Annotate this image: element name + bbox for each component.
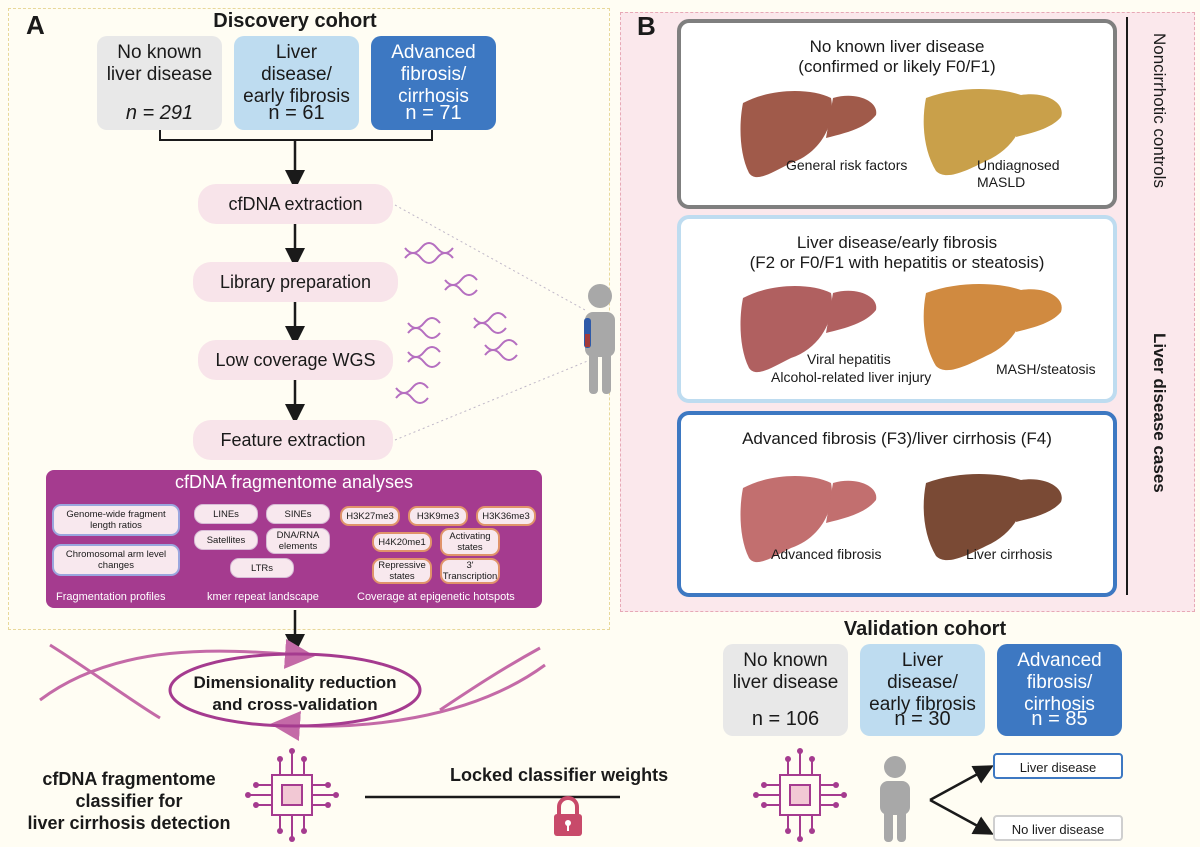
step-low-coverage-wgs: Low coverage WGS [198, 340, 393, 380]
validation-group-no-disease: No known liver disease n = 106 [723, 644, 848, 736]
outcome-no-liver-disease: No liver disease [993, 815, 1123, 841]
label-general-risk: General risk factors [786, 157, 908, 173]
side-label-noncirrhotic: Noncirrhotic controls [1150, 33, 1169, 188]
step-feature-extraction: Feature extraction [193, 420, 393, 460]
box-title: No known liver disease [809, 37, 985, 56]
group-label: disease/ [261, 64, 332, 85]
epi-activating: Activating states [440, 528, 500, 556]
label-viral-hepatitis: Viral hepatitis [807, 351, 891, 367]
group-label: Advanced [1017, 650, 1102, 671]
discovery-group-cirrhosis: Advanced fibrosis/ cirrhosis n = 71 [371, 36, 496, 130]
padlock-icon [554, 796, 582, 836]
group-label: Liver [275, 42, 318, 63]
epi-h4k20me1: H4K20me1 [372, 532, 432, 552]
classifier-label: cfDNA fragmentome classifier for liver c… [24, 768, 234, 834]
epi-transcription: 3' Transcription [440, 558, 500, 584]
group-n: n = 30 [894, 708, 951, 730]
epi-h3k27me3: H3K27me3 [340, 506, 400, 526]
fragmentome-title: cfDNA fragmentome analyses [174, 472, 414, 492]
label-alcohol: Alcohol-related liver injury [771, 369, 932, 385]
panel-a-letter: A [26, 10, 45, 40]
panel-b-letter: B [637, 11, 656, 41]
outcome-arrows [929, 765, 994, 835]
label-liver-cirrhosis: Liver cirrhosis [966, 546, 1053, 562]
group-label: early fibrosis [869, 694, 976, 715]
group-n: n = 106 [751, 708, 820, 730]
label-mash: MASH/steatosis [996, 361, 1096, 377]
label-masld: MASLD [977, 174, 1026, 190]
validation-person-icon [880, 756, 910, 842]
box-title: Liver disease/early fibrosis [796, 233, 998, 252]
panel-a-arrows [39, 130, 620, 799]
epi-h3k36me3: H3K36me3 [476, 506, 536, 526]
group-label: Liver [901, 650, 944, 671]
group-label: No known [743, 650, 828, 671]
caption-kmer: kmer repeat landscape [207, 591, 319, 603]
group-label: fibrosis/ [400, 64, 467, 85]
discovery-group-early-fibrosis: Liver disease/ early fibrosis n = 61 [234, 36, 359, 130]
caption-epigenetic: Coverage at epigenetic hotspots [357, 591, 515, 603]
repeat-sines: SINEs [266, 504, 330, 524]
validation-chip-icon [753, 748, 847, 842]
group-n: n = 61 [268, 102, 325, 124]
group-n: n = 71 [405, 102, 462, 124]
classifier-line: liver cirrhosis detection [27, 813, 231, 833]
group-label: liver disease [732, 672, 839, 693]
label-advanced-fibrosis: Advanced fibrosis [771, 546, 882, 562]
group-label: No known [117, 42, 202, 63]
liver-illustrations [740, 89, 1062, 563]
step-library-preparation: Library preparation [193, 262, 398, 302]
validation-group-early-fibrosis: Liver disease/ early fibrosis n = 30 [860, 644, 985, 736]
group-label: liver disease [106, 64, 213, 85]
classifier-line: classifier for [75, 791, 183, 811]
patient-icon [584, 284, 615, 394]
repeat-lines: LINEs [194, 504, 258, 524]
classifier-line: cfDNA fragmentome [42, 769, 216, 789]
panel-b: B No known liver disease (confirmed or l… [620, 11, 1195, 612]
group-n: n = 291 [125, 102, 194, 124]
validation-group-cirrhosis: Advanced fibrosis/ cirrhosis n = 85 [997, 644, 1122, 736]
repeat-dna-rna: DNA/RNA elements [266, 528, 330, 554]
step-cfdna-extraction: cfDNA extraction [198, 184, 393, 224]
caption-fragmentation-profiles: Fragmentation profiles [56, 591, 166, 603]
box-title: (confirmed or likely F0/F1) [798, 57, 996, 76]
epi-repressive: Repressive states [372, 558, 432, 584]
locked-weights-label: Locked classifier weights [450, 765, 669, 785]
group-label: Advanced [391, 42, 476, 63]
dimred-line: and cross-validation [212, 695, 378, 714]
group-label: early fibrosis [243, 86, 350, 107]
group-n: n = 85 [1031, 708, 1088, 730]
repeat-ltrs: LTRs [230, 558, 294, 578]
group-label: fibrosis/ [1026, 672, 1093, 693]
discovery-cohort-title: Discovery cohort [213, 10, 377, 32]
group-label: cirrhosis [1024, 694, 1095, 715]
repeat-satellites: Satellites [194, 530, 258, 550]
box-title: (F2 or F0/F1 with hepatitis or steatosis… [749, 253, 1045, 272]
validation-cohort-title: Validation cohort [843, 618, 1007, 640]
dimred-line: Dimensionality reduction [193, 673, 397, 692]
group-label: disease/ [887, 672, 958, 693]
discovery-group-no-disease: No known liver disease n = 291 [97, 36, 222, 130]
group-label: cirrhosis [398, 86, 469, 107]
fragmentome-panel: cfDNA fragmentome analyses Genome-wide f… [46, 470, 542, 608]
epi-h3k9me3: H3K9me3 [408, 506, 468, 526]
dimred-label: Dimensionality reduction and cross-valid… [180, 672, 410, 716]
profile-fragment-length: Genome-wide fragment length ratios [52, 504, 180, 536]
side-label-cases: Liver disease cases [1150, 333, 1169, 493]
profile-chrom-arm: Chromosomal arm level changes [52, 544, 180, 576]
box-title: Advanced fibrosis (F3)/liver cirrhosis (… [742, 429, 1052, 448]
divider-vertical [1126, 17, 1128, 595]
classifier-chip-icon [245, 748, 339, 842]
label-undiagnosed: Undiagnosed [977, 157, 1060, 173]
outcome-liver-disease: Liver disease [993, 753, 1123, 779]
